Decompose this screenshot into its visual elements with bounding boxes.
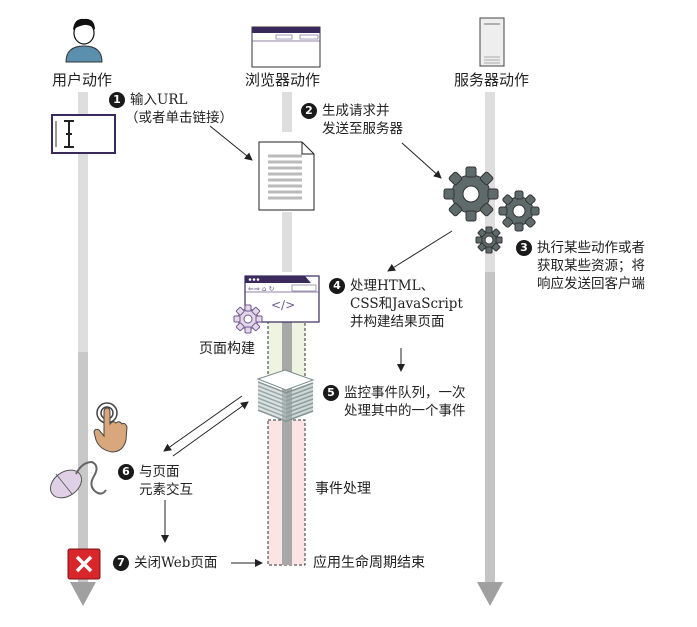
user-lane-arrowhead	[70, 582, 96, 606]
event-queue-icon	[256, 369, 315, 422]
step-6: 6 与页面 元素交互	[118, 463, 193, 499]
step-text: 与页面	[139, 464, 180, 480]
user-icon	[65, 18, 103, 63]
arrow-step1-to-2	[209, 125, 253, 161]
svg-text:⇐⇒ ⌂ ↻: ⇐⇒ ⌂ ↻	[248, 285, 275, 293]
step-number: 5	[323, 385, 339, 401]
step-5: 5 监控事件队列，一次 处理其中的一个事件	[323, 384, 466, 420]
arrow-step2-to-3	[401, 142, 442, 179]
step-text: 并构建结果页面	[350, 314, 445, 330]
step-text: 获取某些资源；将	[537, 258, 645, 274]
step-number: 7	[113, 555, 129, 571]
step-text: 元素交互	[139, 482, 193, 498]
server-icon	[479, 17, 505, 67]
step-1: 1 输入URL （或者单击链接）	[109, 91, 233, 127]
step-2: 2 生成请求并 发送至服务器	[301, 102, 403, 138]
lane-title-server: 服务器动作	[454, 71, 530, 89]
lifecycle-end-label: 应用生命周期结束	[313, 555, 425, 571]
server-lane-line	[485, 92, 495, 582]
hand-tap-icon	[93, 402, 128, 453]
step-4: 4 处理HTML、 CSS和JavaScript 并构建结果页面	[329, 277, 463, 331]
document-icon	[258, 141, 315, 211]
code-glyph: </>	[271, 298, 296, 312]
server-lane-arrowhead	[477, 582, 503, 606]
step-text: （或者单击链接）	[125, 110, 233, 126]
page-build-gear-icon	[233, 304, 263, 334]
step-3: 3 执行某些动作或者 获取某些资源；将 响应发送回客户端	[516, 239, 645, 293]
step-text: 处理其中的一个事件	[344, 403, 466, 419]
step-number: 3	[516, 240, 532, 256]
mouse-icon	[49, 460, 107, 499]
step-number: 1	[109, 92, 125, 108]
lane-title-user: 用户动作	[52, 71, 113, 89]
step-text: 响应发送回客户端	[537, 276, 645, 292]
browser-lane-line	[282, 92, 292, 132]
arrow-step3-to-4	[387, 230, 453, 272]
step-number: 6	[118, 464, 134, 480]
step-number: 4	[329, 278, 345, 294]
event-handling-label: 事件处理	[315, 481, 371, 497]
step-7: 7 关闭Web页面	[113, 554, 217, 572]
step-text: 输入URL	[130, 92, 188, 108]
step-text: 生成请求并	[322, 103, 390, 119]
gears-icon	[443, 166, 540, 254]
step-text: 关闭Web页面	[134, 555, 218, 571]
close-page-icon	[67, 548, 101, 580]
arrow-to-event-queue	[172, 401, 249, 457]
page-build-label: 页面构建	[199, 341, 255, 357]
step-text: 执行某些动作或者	[537, 240, 645, 256]
step-text: 监控事件队列，一次	[344, 385, 466, 401]
step-text: 发送至服务器	[322, 121, 403, 137]
lane-title-browser: 浏览器动作	[245, 71, 321, 89]
step-number: 2	[301, 103, 317, 119]
step-text: CSS和JavaScript	[350, 296, 463, 312]
arrow-to-interaction	[163, 395, 243, 452]
text-input-icon	[51, 114, 116, 154]
step-text: 处理HTML、	[350, 278, 435, 294]
browser-window-icon	[251, 26, 321, 68]
